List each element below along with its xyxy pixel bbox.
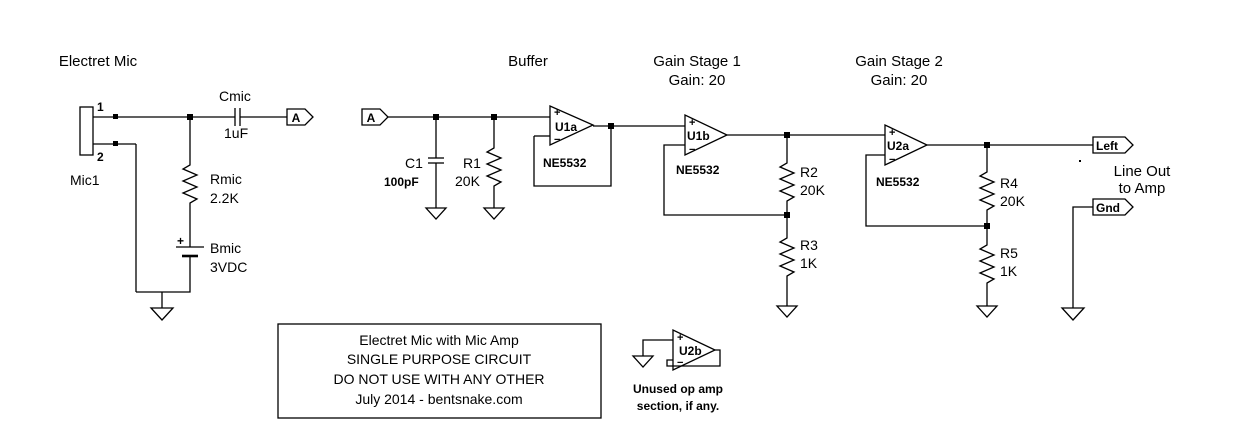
net-label-gnd: Gnd [1060, 198, 1134, 321]
u1b-minus-sign: − [689, 144, 695, 156]
gain-stage-2-gain: Gain: 20 [871, 72, 928, 89]
r2-ref-label: R2 [800, 164, 818, 180]
r2-value-label: 20K [800, 182, 826, 198]
resistor-r1: R1 20K [455, 117, 506, 220]
u1a-ref-label: U1a [555, 120, 577, 134]
u1b-plus-sign: + [689, 117, 695, 129]
r3-ref-label: R3 [800, 237, 818, 253]
u2a-part-label: NE5532 [876, 175, 920, 189]
u1a-plus-sign: + [554, 107, 560, 119]
ground-symbol [149, 292, 175, 321]
unused-note-line-1: Unused op amp [633, 382, 723, 396]
u2b-ref-label: U2b [679, 344, 702, 358]
title-line-4: July 2014 - bentsnake.com [355, 391, 522, 407]
u2a-plus-sign: + [889, 127, 895, 139]
resistor-rmic: Rmic 2.2K [181, 117, 242, 240]
r4-value-label: 20K [1000, 193, 1026, 209]
marker-dot [1079, 160, 1081, 162]
microphone-mic1: 1 2 Mic1 [70, 100, 190, 188]
net-label-a-out: A [286, 108, 314, 126]
mic-pin2-label: 2 [97, 150, 104, 164]
mic-pin1-label: 1 [97, 100, 104, 114]
u2a-ref-label: U2a [887, 139, 909, 153]
net-label-gnd-text: Gnd [1096, 201, 1120, 215]
r5-value-label: 1K [1000, 263, 1018, 279]
section-electret-mic: Electret Mic [59, 53, 138, 70]
bmic-plus-sign: + [177, 234, 184, 248]
capacitor-cmic: Cmic 1uF [190, 88, 287, 141]
net-label-a-out-text: A [292, 111, 301, 125]
junction-dot [608, 123, 614, 129]
r5-ref-label: R5 [1000, 245, 1018, 261]
opamp-u1a: + − U1a NE5532 [533, 105, 612, 187]
resistor-r4: R4 20K [978, 145, 1026, 226]
title-line-2: SINGLE PURPOSE CIRCUIT [347, 351, 532, 367]
u1b-part-label: NE5532 [676, 163, 720, 177]
to-amp-label: to Amp [1119, 180, 1166, 197]
title-block: Electret Mic with Mic Amp SINGLE PURPOSE… [277, 323, 602, 419]
u1a-minus-sign: − [554, 134, 560, 146]
r1-ref-label: R1 [463, 155, 481, 171]
rmic-ref-label: Rmic [210, 171, 242, 187]
r1-value-label: 20K [455, 173, 481, 189]
gain-stage-1-gain: Gain: 20 [669, 72, 726, 89]
mic-ref-label: Mic1 [70, 172, 100, 188]
u2a-minus-sign: − [889, 154, 895, 166]
r3-value-label: 1K [800, 255, 818, 271]
u2b-minus-sign: − [677, 357, 683, 369]
unused-note-line-2: section, if any. [637, 399, 719, 413]
net-label-a-in: A [361, 108, 389, 126]
c1-ref-label: C1 [405, 155, 423, 171]
rmic-value-label: 2.2K [210, 190, 239, 206]
opamp-u1b: + − U1b NE5532 [663, 113, 787, 216]
net-label-left: Left [1092, 136, 1134, 154]
bmic-ref-label: Bmic [210, 240, 241, 256]
bmic-value-label: 3VDC [210, 259, 247, 275]
capacitor-c1: C1 100pF [384, 117, 448, 220]
section-gain-stage-2: Gain Stage 2 [855, 53, 943, 70]
u1b-ref-label: U1b [687, 129, 710, 143]
r4-ref-label: R4 [1000, 175, 1018, 191]
net-label-a-in-text: A [367, 111, 376, 125]
battery-bmic: + Bmic 3VDC [136, 234, 247, 293]
opamp-u2a: + − U2a NE5532 [865, 123, 987, 227]
line-out-label: Line Out [1114, 163, 1172, 180]
resistor-r2: R2 20K [778, 135, 826, 215]
c1-value-label: 100pF [384, 175, 419, 189]
opamp-u2b: + − U2b [631, 328, 721, 372]
section-gain-stage-1: Gain Stage 1 [653, 53, 741, 70]
net-label-left-text: Left [1096, 139, 1118, 153]
title-line-3: DO NOT USE WITH ANY OTHER [333, 371, 544, 387]
cmic-ref-label: Cmic [219, 88, 251, 104]
title-line-1: Electret Mic with Mic Amp [359, 332, 519, 348]
u2b-plus-sign: + [677, 332, 683, 344]
resistor-r3: R3 1K [775, 215, 818, 318]
u1a-part-label: NE5532 [543, 156, 587, 170]
resistor-r5: R5 1K [975, 226, 1018, 318]
section-buffer: Buffer [508, 53, 548, 70]
cmic-value-label: 1uF [224, 125, 248, 141]
